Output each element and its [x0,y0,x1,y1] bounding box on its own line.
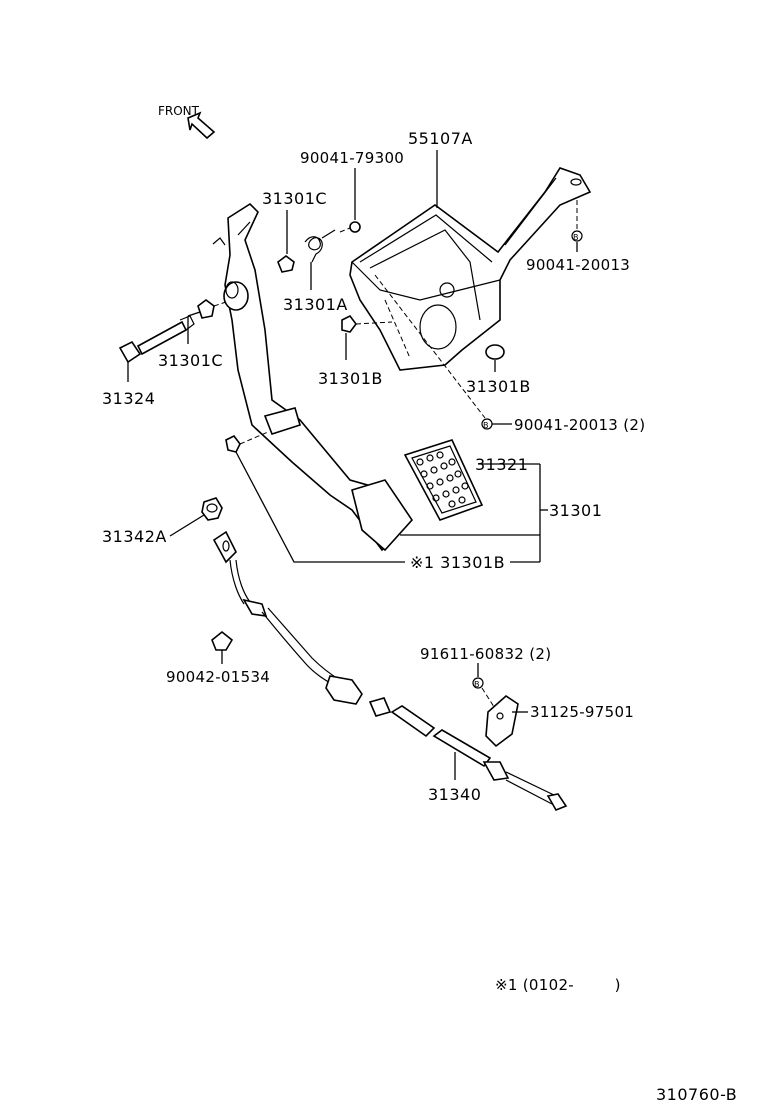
label-91611-60832-2: 91611-60832 (2) [420,645,551,663]
return-spring-icon [304,229,336,263]
label-90041-79300: 90041-79300 [300,149,404,167]
label-90041-20013-2: 90041-20013 (2) [514,416,645,434]
svg-text:B: B [573,233,579,242]
label-55107A: 55107A [408,129,473,148]
applicability-footnote: ※1 (0102- ) [495,976,621,994]
clip-b-marker-icon: B [481,418,493,430]
label-31301C-top: 31301C [262,189,327,208]
label-31125-97501: 31125-97501 [530,703,634,721]
label-90042-01534: 90042-01534 [166,668,270,686]
bushing-icon [277,255,295,273]
accelerator-cable [212,530,568,812]
nut-icon [349,221,361,233]
clip-b-marker-icon: B [571,230,583,242]
pad-studs [416,451,469,508]
svg-text:B: B [483,421,489,430]
label-31340: 31340 [428,785,481,804]
front-label: FRONT [158,104,200,118]
label-31342A: 31342A [102,527,167,546]
label-90041-20013: 90041-20013 [526,256,630,274]
brake-pedal-arm [212,202,414,552]
label-31324: 31324 [102,389,155,408]
pivot-bolt [118,315,195,364]
label-31301B-mid: 31301B [318,369,383,388]
label-31301C-mid: 31301C [158,351,223,370]
bushing-icon [197,299,215,319]
front-arrow-icon [187,111,216,140]
retaining-clip-icon [211,630,234,651]
label-31301A: 31301A [283,295,348,314]
stopper-cushion-icon [341,314,357,333]
pedal-bracket [349,167,592,371]
label-31321: 31321 [475,455,528,474]
figure-code: 310760-B [656,1085,737,1104]
label-31301: 31301 [549,501,602,520]
stopper-cushion-icon [485,344,505,360]
svg-text:B: B [474,680,480,689]
stopper-cushion-icon [225,434,241,453]
grommet-icon [201,497,223,521]
label-31301B-right: 31301B [466,377,531,396]
bolt-b-marker-icon: B [472,677,484,689]
pedal-pad [403,439,484,521]
cable-bracket-plate [485,694,519,748]
label-31301B-star: ※1 31301B [410,553,505,572]
